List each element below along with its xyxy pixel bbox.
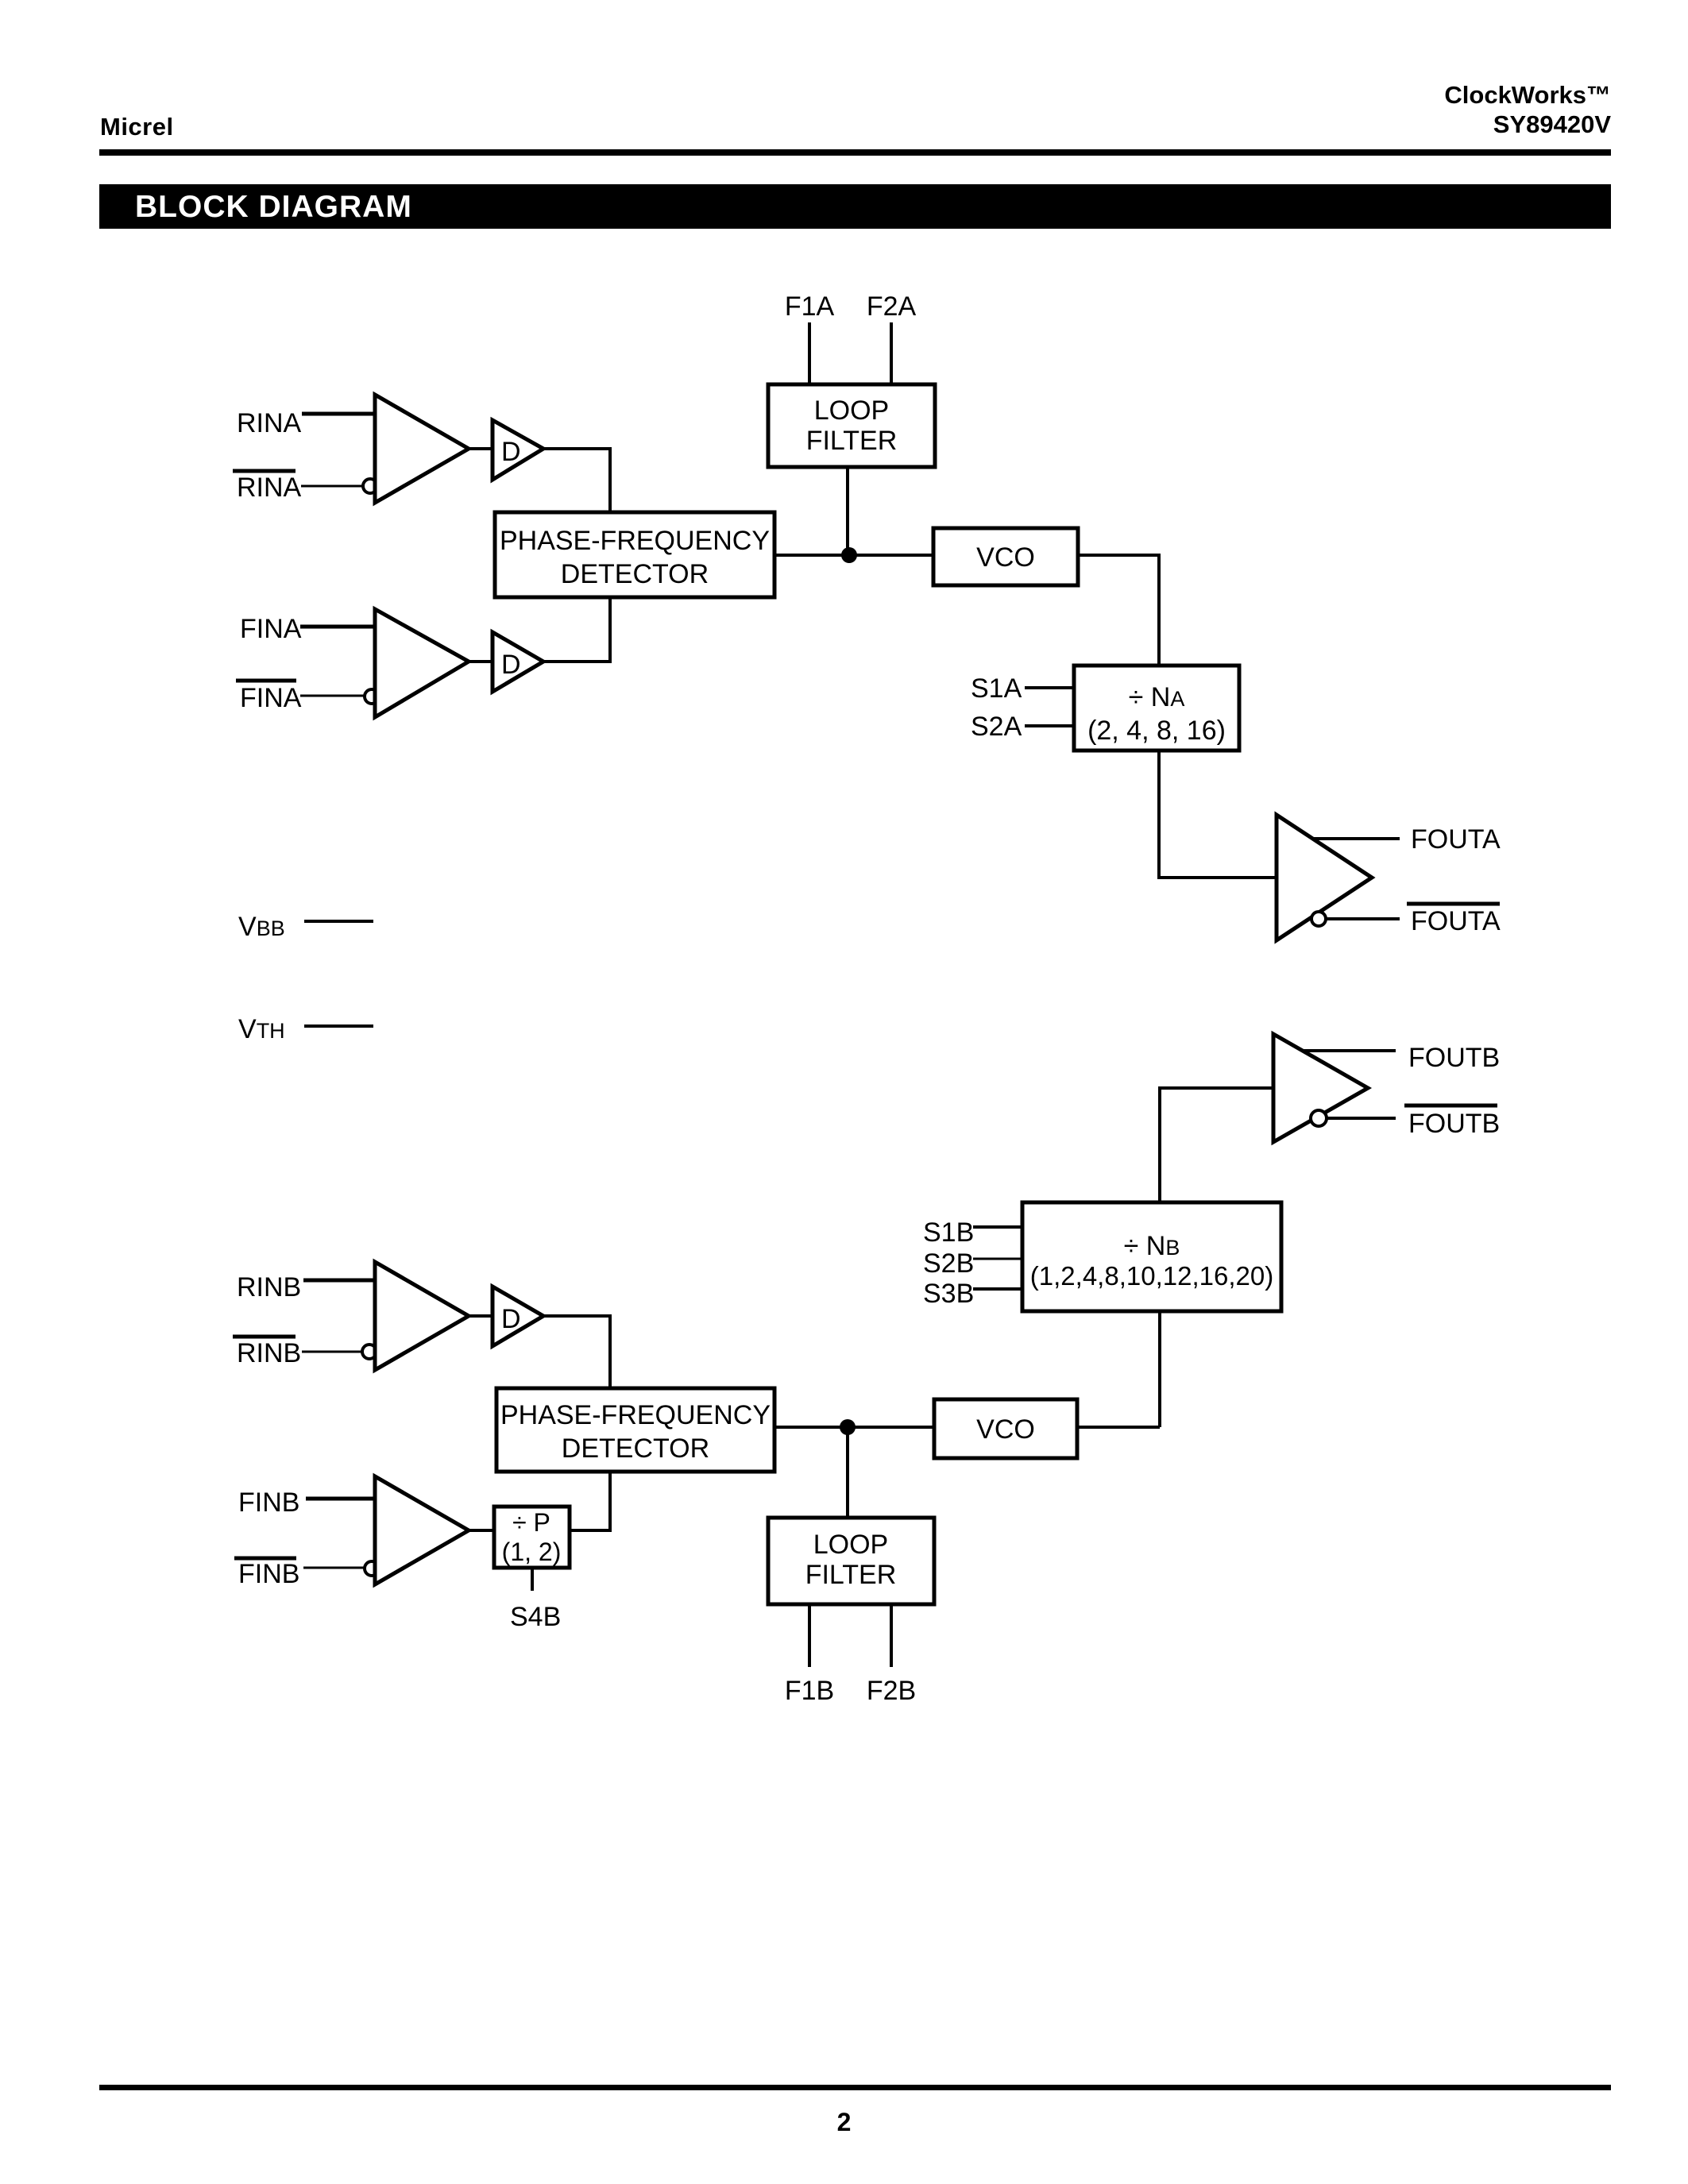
prescaler-p-title: ÷ P xyxy=(512,1508,550,1537)
s1a-label: S1A xyxy=(971,673,1022,704)
channel-b: FOUTB FOUTB ÷ NB (1,2,4,8,10,12,16,20) S… xyxy=(233,1030,1500,1706)
channel-a: RINA RINA D FINA FINA D PHASE-FREQUENCY … xyxy=(233,291,1501,944)
divider-nb-box xyxy=(1020,1200,1284,1314)
fouta-output-buffer-icon xyxy=(1274,811,1376,944)
fina-input-buffer-icon xyxy=(373,605,473,721)
s2a-label: S2A xyxy=(971,712,1022,742)
vco-a-to-divider-wire xyxy=(1078,554,1161,666)
finb-label: FINB xyxy=(238,1488,299,1518)
fina-delay-label: D xyxy=(501,650,521,680)
vbb-label: VBB xyxy=(238,912,285,942)
vbb-main: V xyxy=(238,912,257,942)
f1a-label: F1A xyxy=(785,291,835,322)
pfd-a-line1: PHASE-FREQUENCY xyxy=(500,526,770,556)
vth-sub: TH xyxy=(257,1019,285,1043)
rinb-input-buffer-icon xyxy=(373,1258,473,1374)
loop-filter-b-line1: LOOP xyxy=(813,1530,888,1560)
finb-bar-label: FINB xyxy=(238,1559,299,1589)
fina-bar-label: FINA xyxy=(240,683,302,713)
vth-label: VTH xyxy=(238,1014,285,1044)
divider-na-box xyxy=(1072,663,1242,753)
junction-dot-a-icon xyxy=(841,547,857,563)
divider-nb-title: ÷ NB xyxy=(1124,1231,1180,1261)
vco-a-label: VCO xyxy=(976,542,1035,573)
rina-label: RINA xyxy=(237,408,302,438)
header-rule xyxy=(99,149,1611,156)
rinb-delay-to-pfd-wire xyxy=(543,1314,612,1388)
divider-na-to-output-buffer-wire xyxy=(1157,751,1277,879)
fina-label: FINA xyxy=(240,614,302,644)
pfd-b-box xyxy=(494,1386,777,1474)
pfd-a-line2: DETECTOR xyxy=(561,559,709,589)
header-right: ClockWorks™ SY89420V xyxy=(1444,80,1611,139)
prescaler-to-pfd-wire xyxy=(570,1472,612,1532)
fina-delay-to-pfd-wire xyxy=(543,597,612,663)
s4b-label: S4B xyxy=(510,1602,561,1632)
rina-delay-label: D xyxy=(501,437,521,467)
pfd-a-box xyxy=(492,510,777,600)
s1b-label: S1B xyxy=(923,1217,974,1248)
loop-filter-a-box xyxy=(766,382,937,469)
divider-na-range: (2, 4, 8, 16) xyxy=(1087,716,1226,746)
prescaler-p-range: (1, 2) xyxy=(502,1538,562,1566)
fouta-bar-invert-bubble-icon xyxy=(1310,910,1327,928)
footer-rule xyxy=(99,2085,1611,2090)
loop-filter-b-line2: FILTER xyxy=(805,1560,897,1590)
s2b-label: S2B xyxy=(923,1248,974,1279)
product-family: ClockWorks™ xyxy=(1444,81,1611,109)
loop-filter-a-line2: FILTER xyxy=(806,426,898,456)
divider-na-main: ÷ N xyxy=(1129,682,1171,712)
vbb-sub: BB xyxy=(257,916,285,940)
prescaler-p-box xyxy=(492,1504,572,1570)
loop-filter-a-line1: LOOP xyxy=(814,396,889,426)
rina-delay-to-pfd-wire xyxy=(543,447,612,512)
rina-delay-buffer-icon xyxy=(490,416,547,484)
vco-b-label: VCO xyxy=(976,1414,1035,1445)
divider-nb-range: (1,2,4,8,10,12,16,20) xyxy=(1030,1261,1273,1291)
rinb-label: RINB xyxy=(237,1272,301,1302)
foutb-label: FOUTB xyxy=(1408,1043,1500,1073)
foutb-bar-invert-bubble-icon xyxy=(1309,1109,1328,1128)
rina-input-buffer-icon xyxy=(373,391,473,507)
f2b-label: F2B xyxy=(867,1676,916,1706)
divider-na-sub: A xyxy=(1170,687,1184,711)
reference-pins: VBB VTH xyxy=(238,912,373,1044)
brand-logo-text: Micrel xyxy=(100,113,174,141)
pfd-b-line2: DETECTOR xyxy=(562,1433,709,1464)
f1b-label: F1B xyxy=(785,1676,834,1706)
fouta-label: FOUTA xyxy=(1411,824,1501,855)
part-number: SY89420V xyxy=(1493,110,1611,138)
finb-input-buffer-icon xyxy=(373,1472,473,1588)
fina-delay-buffer-icon xyxy=(490,628,547,696)
divider-na-title: ÷ NA xyxy=(1129,682,1185,712)
foutb-bar-label: FOUTB xyxy=(1408,1109,1500,1139)
section-title: BLOCK DIAGRAM xyxy=(135,190,412,224)
s3b-label: S3B xyxy=(923,1279,974,1309)
page-number: 2 xyxy=(836,2108,852,2136)
f2a-label: F2A xyxy=(867,291,917,322)
pfd-b-line1: PHASE-FREQUENCY xyxy=(500,1400,771,1430)
section-title-bar: BLOCK DIAGRAM xyxy=(99,184,1611,229)
divider-nb-sub: B xyxy=(1165,1236,1180,1260)
divider-nb-main: ÷ N xyxy=(1124,1231,1166,1261)
loop-filter-b-box xyxy=(766,1515,937,1607)
rinb-delay-buffer-icon xyxy=(490,1283,547,1350)
rina-bar-label: RINA xyxy=(237,473,302,503)
vth-main: V xyxy=(238,1014,257,1044)
fouta-bar-label: FOUTA xyxy=(1411,906,1501,936)
rinb-delay-label: D xyxy=(501,1304,521,1334)
divider-nb-to-output-buffer-wire xyxy=(1158,1086,1273,1202)
rinb-bar-label: RINB xyxy=(237,1338,301,1368)
